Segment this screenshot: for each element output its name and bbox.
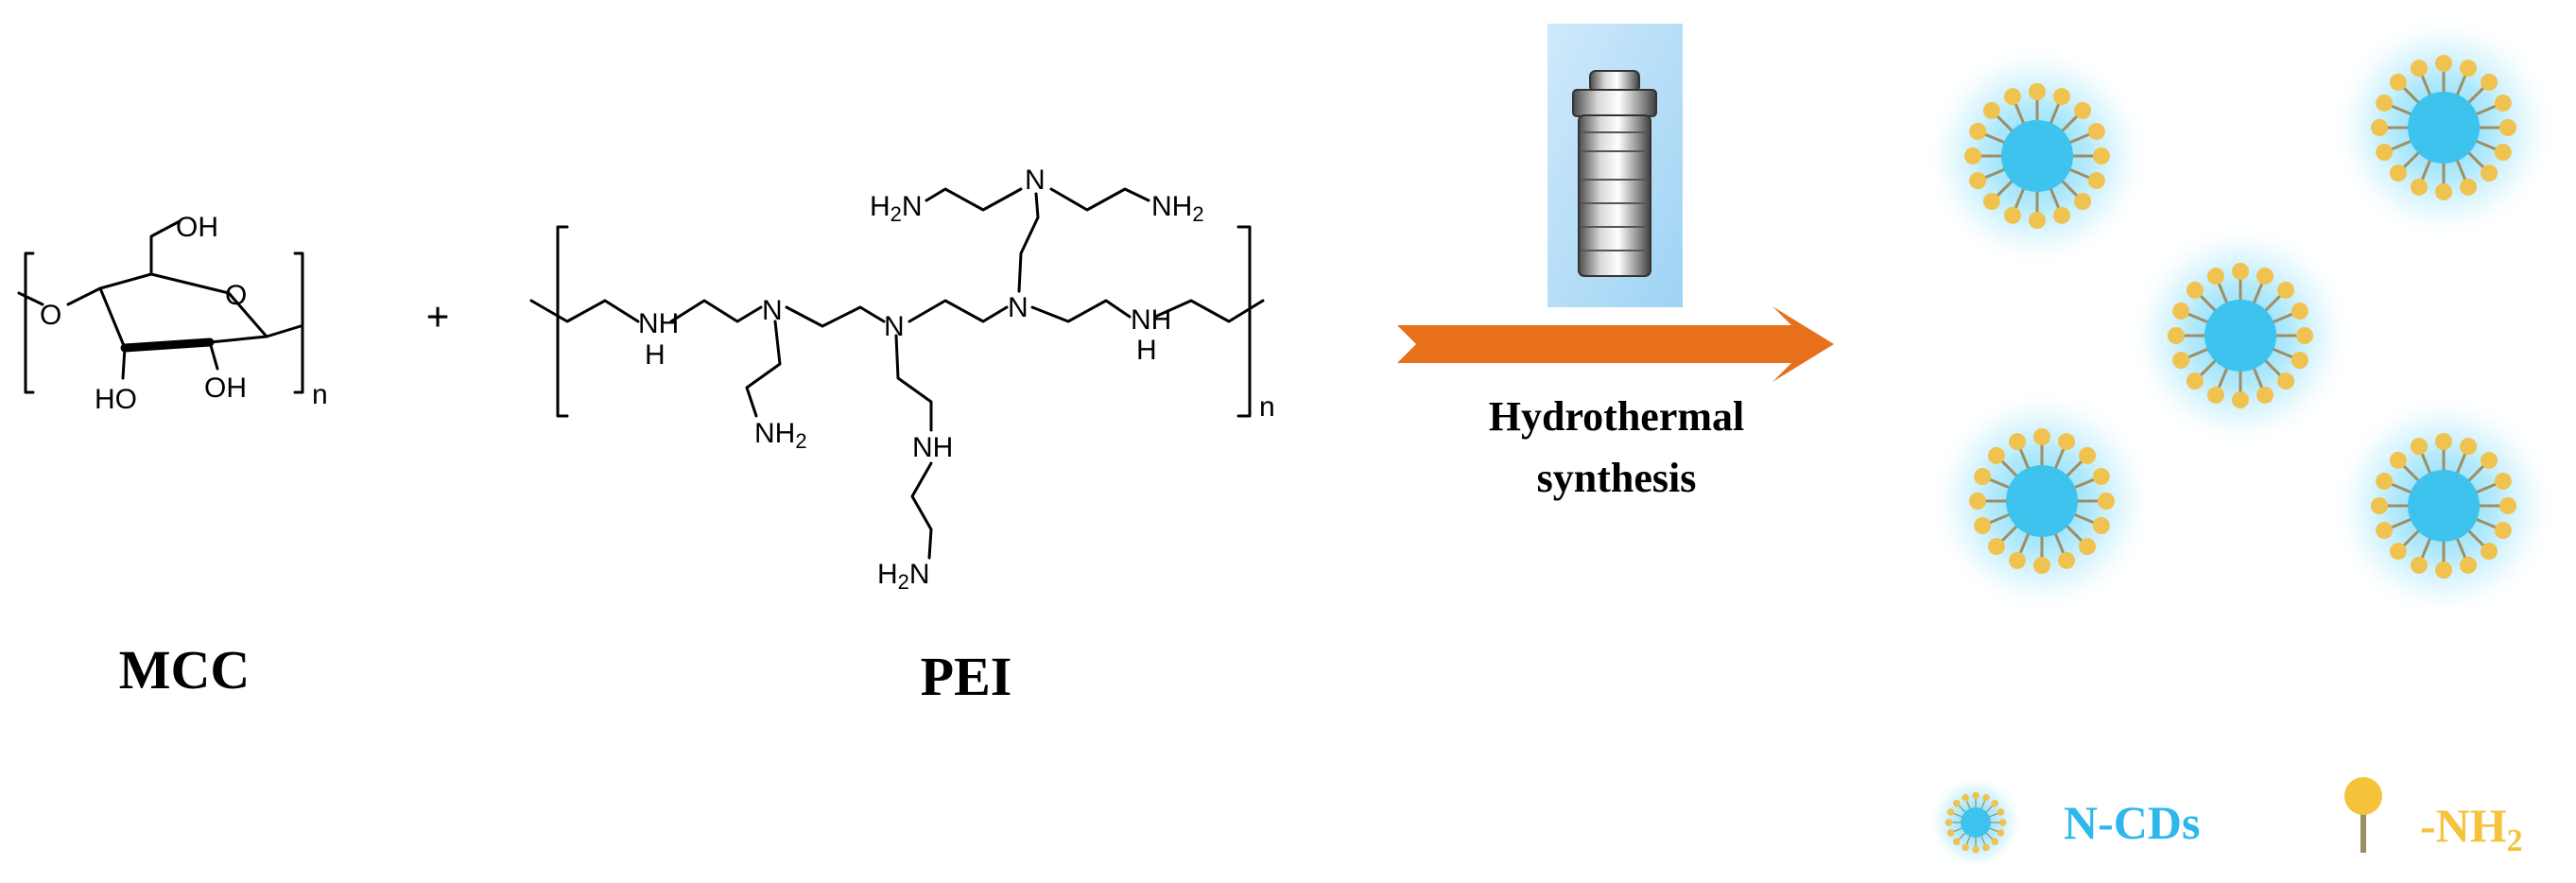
pei-backbone <box>785 305 886 328</box>
pei-atom: H2N <box>877 559 930 594</box>
mcc-bond <box>66 286 102 306</box>
mcc-bond <box>17 291 44 306</box>
mcc-atoms: OH O O HO OH n <box>40 212 328 415</box>
legend-nh2-icon <box>2344 777 2382 853</box>
legend: N-CDs -NH2 <box>1928 774 2523 871</box>
mcc-bracket-left <box>24 251 35 394</box>
pei-atom: N <box>762 295 783 326</box>
pei-atom: NH <box>638 308 679 339</box>
mcc-atom: HO <box>95 384 137 415</box>
pei-repeat-n: n <box>1259 391 1275 423</box>
process-line2: synthesis <box>1537 455 1697 501</box>
legend-ncds-label: N-CDs <box>2064 796 2200 849</box>
pei-branch <box>1049 187 1150 212</box>
reaction-arrow <box>1397 306 1834 382</box>
process-line1: Hydrothermal <box>1489 393 1745 440</box>
pei-branch <box>1017 192 1040 293</box>
pei-backbone <box>908 299 1009 323</box>
pei-structure <box>529 187 1265 560</box>
mcc-atom: OH <box>176 212 218 243</box>
pei-atom: NH2 <box>754 418 807 453</box>
pei-atom: H <box>645 339 666 371</box>
ncd-dot <box>2330 392 2557 619</box>
mcc-bond <box>121 346 127 380</box>
ncd-dot <box>1928 774 2024 871</box>
mcc-atom: OH <box>204 372 247 404</box>
mcc-bond <box>149 219 182 276</box>
pei-atom: N <box>884 311 905 342</box>
ncd-dots <box>1924 14 2557 619</box>
pei-bracket-left <box>556 225 569 418</box>
pei-branch <box>894 334 933 432</box>
mcc-bracket-right <box>293 251 304 394</box>
legend-nh2-label: -NH2 <box>2420 799 2523 858</box>
pei-label: PEI <box>921 646 1012 707</box>
pei-branch <box>745 320 782 418</box>
pei-atom: H2N <box>870 191 923 226</box>
pei-backbone <box>529 299 640 323</box>
mcc-atom: O <box>225 280 247 311</box>
mcc-bond <box>265 324 303 338</box>
pei-atom: NH <box>912 432 953 463</box>
ncd-dot <box>2127 222 2354 449</box>
pei-atom: N <box>1025 164 1046 196</box>
pei-atom: H <box>1136 335 1157 366</box>
pei-bracket-right <box>1236 225 1252 418</box>
mcc-label: MCC <box>119 639 251 701</box>
pei-backbone <box>669 299 763 323</box>
pei-atom: N <box>1008 292 1029 323</box>
pei-branch <box>925 187 1023 212</box>
mcc-bond-wedge <box>120 338 215 353</box>
autoclave-icon <box>1547 24 1683 307</box>
pei-branch <box>910 461 933 560</box>
plus-sign: + <box>425 294 449 340</box>
ncd-dot <box>1924 43 2151 269</box>
pei-backbone <box>1030 299 1132 323</box>
pei-atom: NH <box>1131 304 1171 336</box>
legend-ncd-icon <box>1928 774 2024 871</box>
pei-atom: NH2 <box>1151 191 1204 226</box>
mcc-atom: O <box>40 300 61 331</box>
ncd-dot <box>1928 388 2155 615</box>
pei-atoms: NH H N N N N NH H H2N NH2 NH2 NH H2N n <box>638 164 1275 594</box>
ncd-dot <box>2330 14 2557 241</box>
mcc-repeat-n: n <box>312 379 328 410</box>
mcc-structure <box>17 219 304 394</box>
mcc-bond <box>208 340 219 371</box>
pei-backbone <box>1153 299 1265 323</box>
